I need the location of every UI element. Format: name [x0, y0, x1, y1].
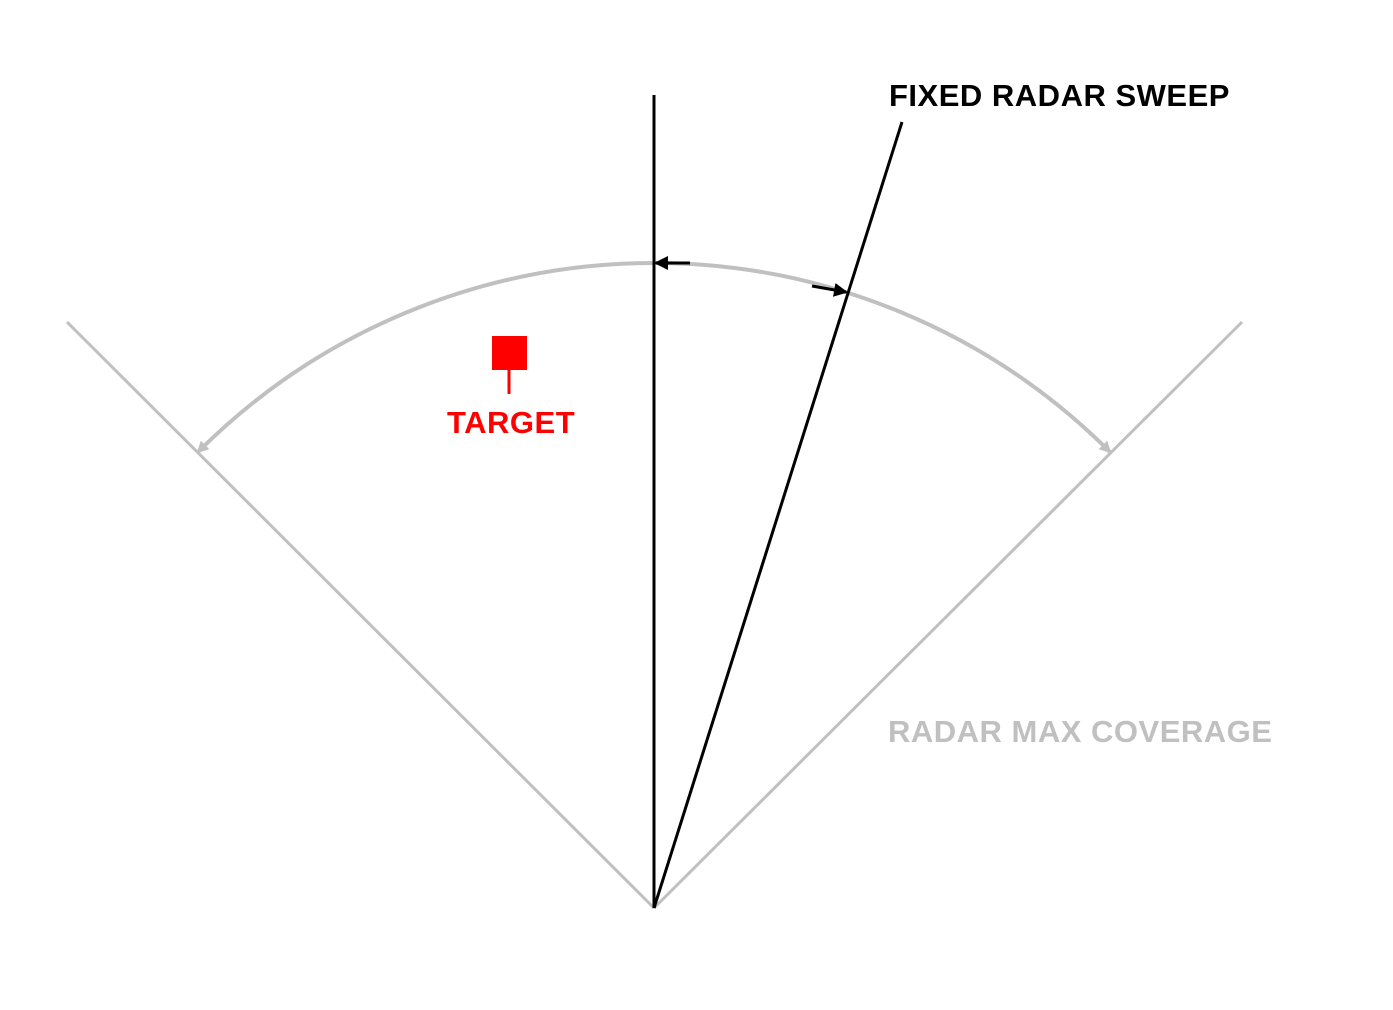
- target-label: TARGET: [447, 405, 575, 440]
- coverage-left-boundary: [65, 320, 656, 910]
- coverage-arc-right: [653, 261, 1112, 454]
- sweep-label: FIXED RADAR SWEEP: [889, 78, 1230, 113]
- target-marker: [492, 336, 527, 370]
- coverage-label: RADAR MAX COVERAGE: [888, 714, 1272, 749]
- coverage-right-boundary: [652, 320, 1244, 910]
- coverage-arc: [196, 261, 655, 454]
- sweep-angle-arrow-right: [811, 283, 848, 297]
- sweep-line: [652, 121, 904, 909]
